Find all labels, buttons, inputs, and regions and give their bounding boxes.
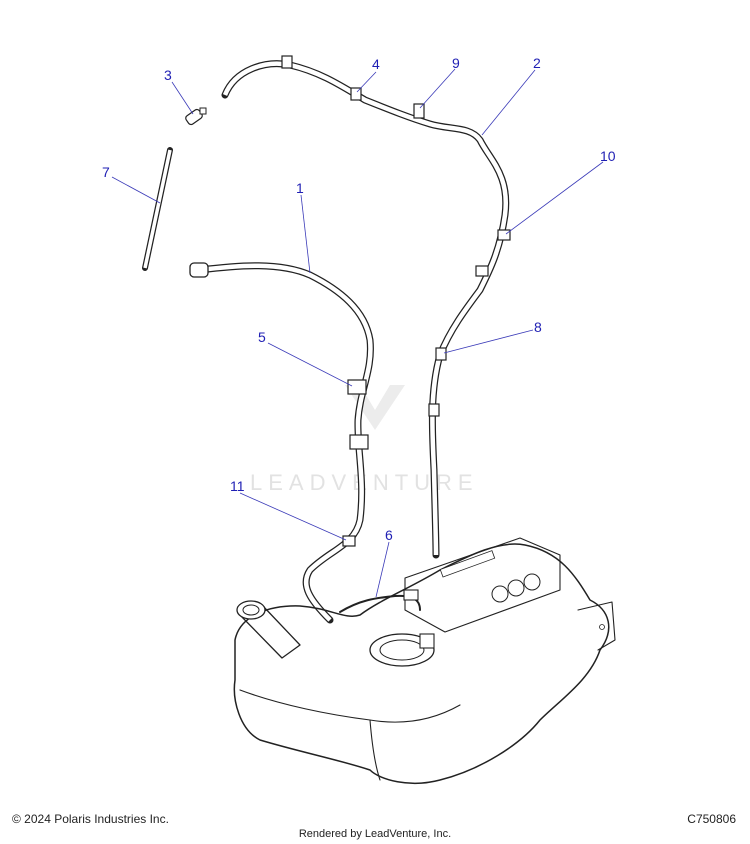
check-valve-3[interactable] [185,107,207,126]
leader-lines [111,68,604,598]
hose-1-fitting[interactable] [189,262,209,278]
callout-7: 7 [102,164,110,180]
callout-11: 11 [230,478,245,494]
callout-9: 9 [452,55,460,71]
clamp-8[interactable] [435,347,447,361]
clamp-4[interactable] [350,87,362,101]
callout-4: 4 [372,56,380,72]
fuel-tank[interactable] [233,537,616,784]
clamp-10[interactable] [497,229,511,241]
clamp-5b[interactable] [349,434,369,450]
callout-3: 3 [164,67,172,83]
clamp-9[interactable] [413,103,425,119]
harness-6[interactable] [339,594,421,613]
fuel-hose-1[interactable] [196,262,374,624]
clamp-mid[interactable] [428,403,440,417]
drawing-id: C750806 [687,812,736,826]
clamp-top[interactable] [281,55,293,69]
callout-5: 5 [258,329,266,345]
callout-2: 2 [533,55,541,71]
clamp-11[interactable] [342,535,356,547]
clamp-5[interactable] [347,379,367,395]
clamp-lower[interactable] [475,265,489,277]
callout-1: 1 [296,180,304,196]
callout-8: 8 [534,319,542,335]
callout-10: 10 [600,148,616,164]
rendered-by-text: Rendered by LeadVenture, Inc. [298,828,452,840]
callout-6: 6 [385,527,393,543]
copyright-text: © 2024 Polaris Industries Inc. [12,812,169,826]
harness-connector[interactable] [403,589,419,601]
